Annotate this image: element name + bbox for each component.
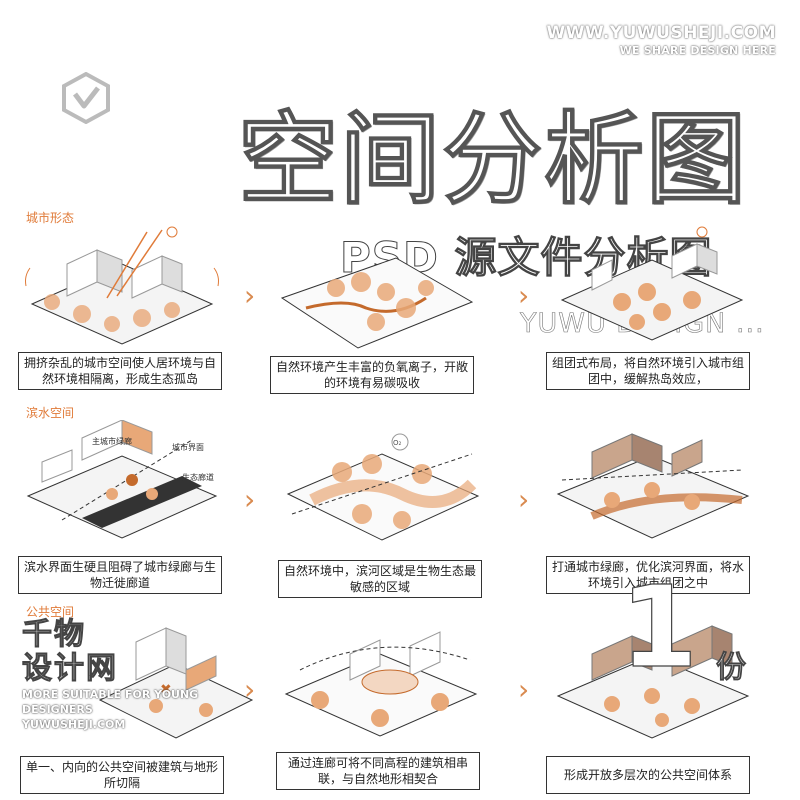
label-eco-corridor: 生态廊道 — [182, 472, 214, 482]
item-count-unit: 份 — [716, 650, 747, 686]
section-label-waterfront: 滨水空间 — [26, 406, 75, 420]
caption-urban-3: 组团式布局，将自然环境引入城市组团中，缓解热岛效应， — [546, 352, 750, 390]
caption-waterfront-3: 打通城市绿廊，优化滨河界面，将水环境引入城市组团之中 — [546, 556, 750, 594]
arrow-right-icon: › — [244, 483, 256, 516]
arrow-right-icon: › — [244, 673, 256, 706]
brand-cn-line-2: 设计网 — [21, 651, 118, 686]
diagram-waterfront-2: O₂ — [286, 433, 480, 541]
arrow-right-icon: › — [518, 673, 530, 706]
site-slogan: WE SHARE DESIGN HERE — [619, 44, 776, 57]
caption-public-1: 单一、内向的公共空间被建筑与地形所切隔 — [20, 756, 224, 794]
brand-en-line-1: MORE SUITABLE FOR YOUNG — [22, 688, 199, 701]
item-count: 1 — [619, 563, 698, 693]
diagram-waterfront-1: 主城市绿廊 城市界面 生态廊道 — [26, 420, 218, 539]
section-label-public: 公共空间 — [26, 605, 75, 619]
diagram-urban-1 — [25, 226, 219, 345]
caption-waterfront-1: 滨水界面生硬且阻碍了城市绿廊与生物迁徙廊道 — [18, 556, 222, 594]
section-label-urban: 城市形态 — [26, 211, 75, 225]
diagram-public-3 — [556, 625, 750, 739]
brand-cn-line-1: 千物 — [21, 617, 86, 652]
caption-public-3: 形成开放多层次的公共空间体系 — [546, 756, 750, 794]
caption-public-2: 通过连廊可将不同高程的建筑相串联，与自然地形相契合 — [276, 752, 480, 790]
site-url-block: WWW.YUWUSHEJI.COM WE SHARE DESIGN HERE — [546, 24, 776, 60]
diagram-public-2 — [284, 631, 478, 737]
brand-en-line-2: DESIGNERS — [22, 703, 93, 716]
label-green-corridor: 主城市绿廊 — [92, 436, 132, 446]
arrow-right-icon: › — [244, 279, 256, 312]
caption-urban-1: 拥挤杂乱的城市空间使人居环境与自然环境相隔离，形成生态孤岛 — [18, 352, 222, 390]
diagram-public-1: ✖ — [98, 627, 254, 739]
label-city-interface: 城市界面 — [172, 442, 204, 452]
site-url: WWW.YUWUSHEJI.COM — [546, 23, 776, 43]
caption-waterfront-2: 自然环境中，滨河区域是生物生态最敏感的区域 — [278, 560, 482, 598]
diagram-waterfront-3 — [556, 433, 750, 539]
diagram-urban-3 — [560, 226, 744, 341]
caption-urban-2: 自然环境产生丰富的负氧离子，开敞的环境有易碳吸收 — [270, 356, 474, 394]
brand-url: YUWUSHEJI.COM — [22, 718, 126, 731]
arrow-right-icon: › — [518, 483, 530, 516]
label-o2: O₂ — [393, 439, 402, 447]
brand-block: 千物 设计网 MORE SUITABLE FOR YOUNG DESIGNERS… — [21, 617, 199, 731]
page-title: 空间分析图 — [237, 101, 748, 218]
svg-text:✖: ✖ — [160, 682, 172, 698]
brand-logo-icon — [62, 72, 110, 124]
arrow-right-icon: › — [518, 279, 530, 312]
diagram-urban-2 — [280, 257, 474, 349]
